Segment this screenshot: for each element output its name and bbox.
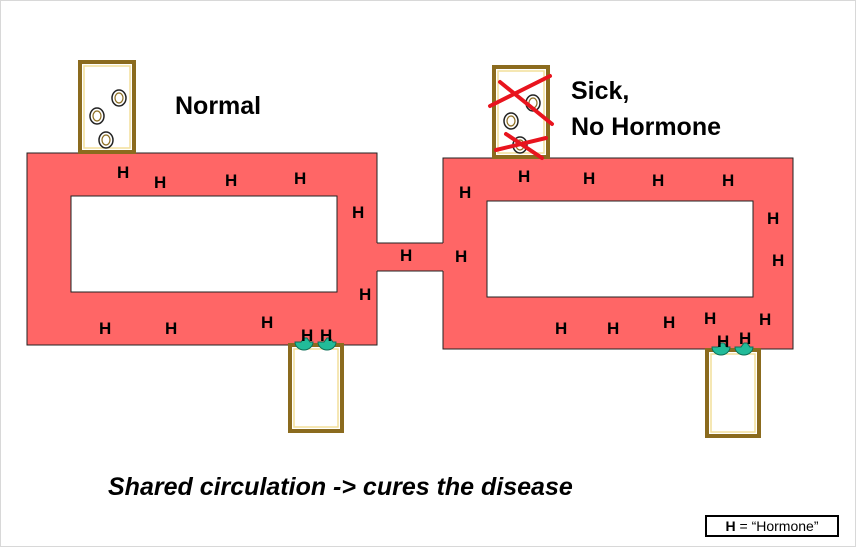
sick-circulation-loop — [442, 157, 794, 350]
legend-symbol: H — [725, 518, 736, 534]
normal-label: Normal — [175, 92, 261, 120]
hormone-marker: H — [652, 171, 664, 190]
hormone-marker: H — [717, 332, 729, 351]
legend: H = “Hormone” — [705, 515, 839, 537]
cross-out-icon — [488, 74, 554, 160]
hormone-marker: H — [459, 183, 471, 202]
hormone-marker: H — [663, 313, 675, 332]
normal-receptors — [294, 337, 337, 351]
hormone-marker: H — [99, 319, 111, 338]
normal-target-tissue — [288, 343, 344, 433]
shared-circulation-connector — [376, 243, 444, 271]
normal-circulation-loop — [26, 152, 378, 346]
shared-hormones: H H H H H H H H H H H H H H H — [455, 167, 784, 351]
hormone-marker: H — [294, 169, 306, 188]
hormone-marker: H — [165, 319, 177, 338]
hormone-marker: H — [225, 171, 237, 190]
hormone-marker: H — [583, 169, 595, 188]
hormone-marker: H — [518, 167, 530, 186]
hormone-marker: H — [154, 173, 166, 192]
hormone-marker: H — [704, 309, 716, 328]
hormone-marker: H — [400, 246, 412, 265]
hormone-marker: H — [320, 326, 332, 345]
hormone-marker: H — [767, 209, 779, 228]
sick-label: Sick, — [571, 77, 629, 105]
hormone-marker: H — [261, 313, 273, 332]
normal-gland — [78, 60, 136, 154]
hormone-marker: H — [359, 285, 371, 304]
sick-receptors — [711, 342, 754, 356]
caption: Shared circulation -> cures the disease — [108, 473, 573, 501]
no-hormone-label: No Hormone — [571, 113, 721, 141]
hormone-marker: H — [607, 319, 619, 338]
hormone-marker: H — [772, 251, 784, 270]
hormone-marker: H — [455, 247, 467, 266]
hormone-marker: H — [555, 319, 567, 338]
normal-hormones: H H H H H H H H H H H — [99, 163, 371, 345]
hormone-marker: H — [117, 163, 129, 182]
hormone-marker: H — [352, 203, 364, 222]
hormone-marker: H — [722, 171, 734, 190]
sick-target-tissue — [705, 348, 761, 438]
legend-text: = “Hormone” — [735, 518, 819, 534]
hormone-marker: H — [301, 326, 313, 345]
hormone-marker: H — [739, 329, 751, 348]
hormone-marker: H — [759, 310, 771, 329]
